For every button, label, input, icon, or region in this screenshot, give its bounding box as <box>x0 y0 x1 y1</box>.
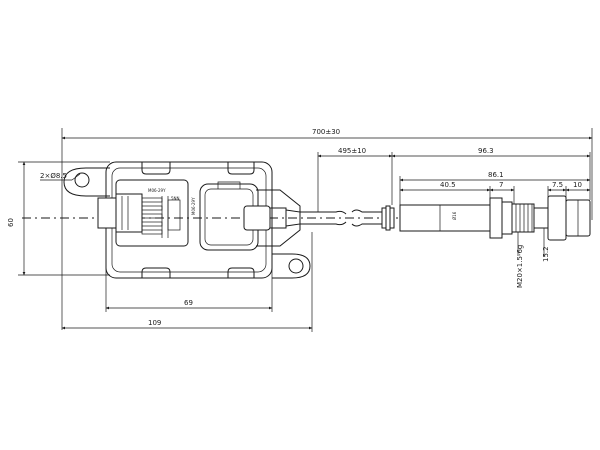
sensor-cable <box>300 205 395 231</box>
probe-hex <box>489 197 513 239</box>
sleeve-step-label: 7 <box>499 181 503 189</box>
sleeve-length-label: 40.5 <box>440 181 456 189</box>
connector-right-label: M06-29Y <box>191 197 196 215</box>
connector-top-label: M06-29Y <box>148 188 166 193</box>
tip-diameter-callout: 15.2 <box>542 228 550 262</box>
module-inner-width-label: 69 <box>184 299 193 307</box>
probe-length-dimension: 96.3 <box>391 147 591 205</box>
tip-length-label: 10 <box>573 181 582 189</box>
sleeve-diameter-label: Ø16 <box>452 211 457 220</box>
module-height-label: 60 <box>7 218 15 227</box>
connector-plug: M06-29Y 5NN <box>97 179 189 247</box>
probe-length-label: 96.3 <box>478 147 494 155</box>
right-mounting-hole <box>288 258 304 274</box>
thread-label: M20×1.5-6g <box>516 245 524 288</box>
cable-gland <box>243 189 301 247</box>
probe-body-label: 86.1 <box>488 171 504 179</box>
right-mounting-ear <box>272 253 311 279</box>
probe-neck <box>533 207 549 229</box>
probe-tip <box>547 195 591 241</box>
mounting-hole-label: 2×Ø8.5 <box>40 172 67 180</box>
thread-callout: M20×1.5-6g <box>516 232 524 288</box>
cable-length-dimension: 495±10 <box>317 147 393 212</box>
overall-length-label: 700±30 <box>312 128 340 136</box>
hex-width-label: 7.5 <box>552 181 563 189</box>
cable-length-label: 495±10 <box>338 147 366 155</box>
left-mounting-hole <box>74 172 90 188</box>
mounting-hole-callout: 2×Ø8.5 <box>40 172 81 181</box>
connector-pins <box>141 196 181 238</box>
probe-thread <box>511 203 535 233</box>
module-width-dimensions: 69 109 <box>61 232 313 332</box>
module-outer-width-label: 109 <box>148 319 161 327</box>
probe-sleeve: Ø16 <box>399 204 491 232</box>
module-height-dimension: 60 <box>7 161 110 276</box>
tip-diameter-label: 15.2 <box>542 246 550 262</box>
left-mounting-ear <box>63 167 110 197</box>
connector-side-label: 5NN <box>171 196 180 201</box>
